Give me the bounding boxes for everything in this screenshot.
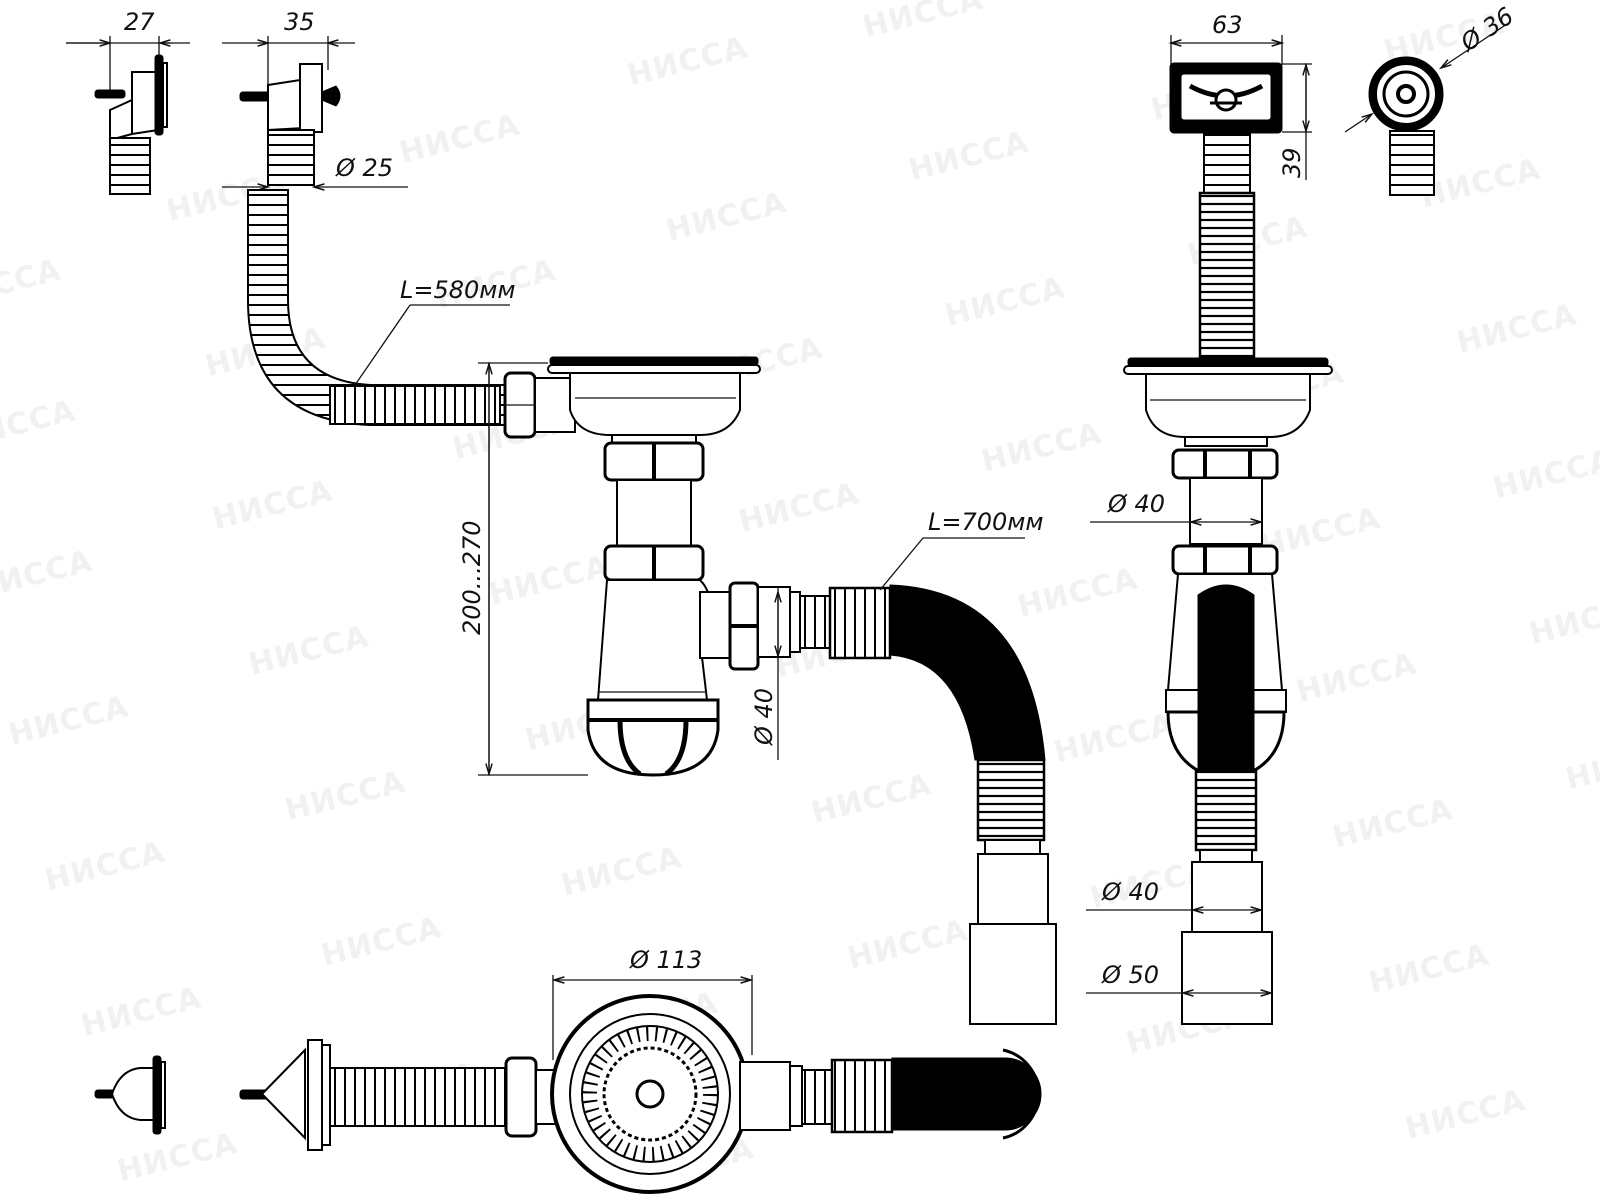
rect-overflow-front-view: 63 39 <box>1168 11 1312 360</box>
siphon-side-view: Ø 40 Ø 40 Ø 50 <box>1086 357 1333 1025</box>
watermark-text: НИССА <box>282 765 409 829</box>
watermark-text: НИССА <box>1050 707 1177 771</box>
dim-35-label: 35 <box>284 8 315 36</box>
watermark-text: НИССА <box>1526 588 1600 652</box>
watermark-text: НИССА <box>114 1126 241 1190</box>
dim-39-label: 39 <box>1278 147 1306 178</box>
watermark-text: НИССА <box>808 767 935 831</box>
watermark-text: НИССА <box>209 473 336 537</box>
hose-700-label: L=700мм <box>928 508 1044 536</box>
round-overflow-front-view: Ø 36 <box>1344 2 1519 196</box>
watermark-text: НИССА <box>978 416 1105 480</box>
watermark-text: НИССА <box>0 544 96 608</box>
watermark-text: НИССА <box>396 107 523 171</box>
watermark-text: НИССА <box>1490 443 1600 507</box>
watermark-text: НИССА <box>1417 152 1544 216</box>
siphon-front-view: L=700мм Ø 40 200...270 <box>458 356 1057 1025</box>
watermark-text: НИССА <box>485 549 612 613</box>
dim-27-label: 27 <box>124 8 155 36</box>
watermark-text: НИССА <box>245 619 372 683</box>
watermark-text: НИССА <box>942 270 1069 334</box>
dim-height-label: 200...270 <box>458 520 486 635</box>
watermark-text: НИССА <box>78 980 205 1044</box>
watermark-text: НИССА <box>663 185 790 249</box>
watermark-text: НИССА <box>558 840 685 904</box>
watermark-text: НИССА <box>1329 792 1456 856</box>
watermark-text: НИССА <box>1293 646 1420 710</box>
dim-dia40-front-label: Ø 40 <box>1107 490 1165 518</box>
dim-dia50-end-label: Ø 50 <box>1101 961 1159 989</box>
dim-dia40-end-label: Ø 40 <box>1101 878 1159 906</box>
watermark-text: НИССА <box>1402 1083 1529 1147</box>
screw-overflow-with-hose: 35 Ø 25 L=580мм <box>222 8 521 426</box>
dim-dia25-label: Ø 25 <box>335 154 393 182</box>
watermark-text: НИССА <box>735 476 862 540</box>
watermark-text: НИССА <box>1453 297 1580 361</box>
watermark-text: НИССА <box>1598 879 1600 943</box>
watermark-text: НИССА <box>844 913 971 977</box>
watermark-text: НИССА <box>318 910 445 974</box>
watermark-text: НИССА <box>1366 937 1493 1001</box>
hose-580-label: L=580мм <box>400 276 516 304</box>
dim-dia113-label: Ø 113 <box>629 946 702 974</box>
round-overflow-side-view: 27 <box>66 8 190 195</box>
watermark-text: НИССА <box>0 393 79 457</box>
watermark-text: НИССА <box>624 30 751 94</box>
watermark-text: НИССА <box>1562 734 1600 798</box>
watermark-text: НИССА <box>0 253 65 317</box>
watermark-text: НИССА <box>905 125 1032 189</box>
watermark-text: НИССА <box>41 835 168 899</box>
watermark-text: НИССА <box>1014 561 1141 625</box>
dim-63-label: 63 <box>1212 11 1243 39</box>
siphon-top-view: Ø 113 <box>94 946 1042 1194</box>
watermark-text: НИССА <box>5 689 132 753</box>
dim-dia40-side-label: Ø 40 <box>750 688 778 746</box>
watermark-text: НИССА <box>859 0 986 45</box>
